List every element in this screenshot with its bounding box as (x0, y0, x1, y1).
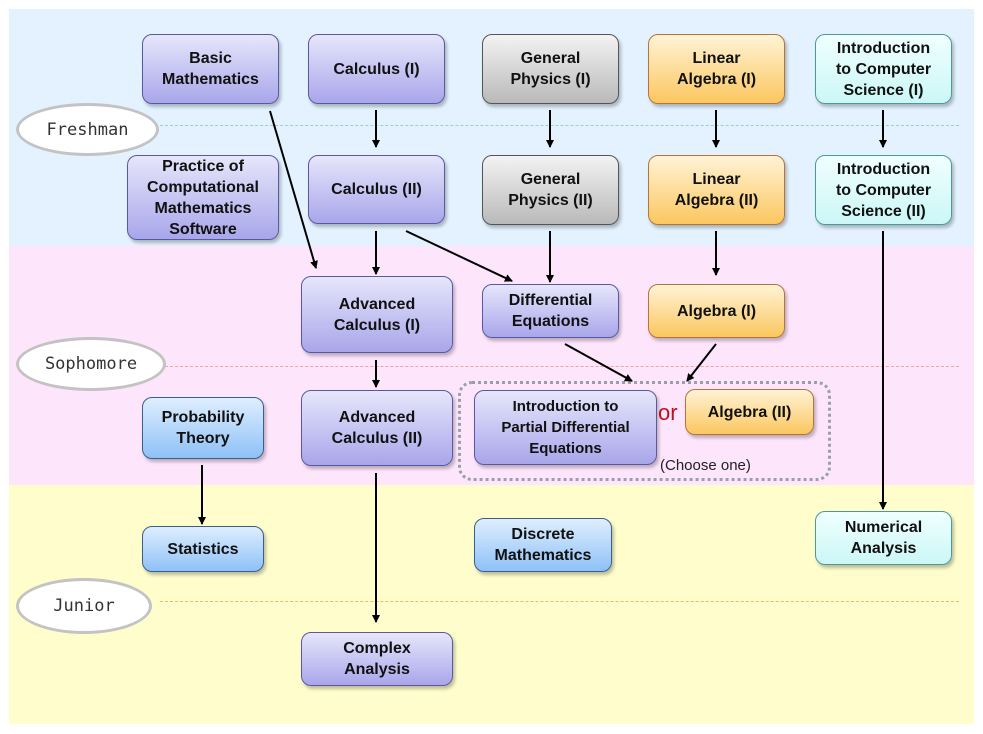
year-label-freshman: Freshman (16, 103, 159, 156)
arrow-diffeq-choice (564, 343, 633, 382)
course-algebra-2[interactable]: Algebra (II) (685, 389, 814, 435)
course-differential-equations[interactable]: Differential Equations (482, 284, 619, 338)
arrow-basicmath-advcalc1 (269, 110, 318, 269)
course-practice-computational-math-software[interactable]: Practice of Computational Mathematics So… (127, 155, 279, 240)
course-general-physics-1[interactable]: General Physics (I) (482, 34, 619, 104)
sophomore-divider (160, 366, 959, 367)
arrow-alg1-choice (686, 343, 717, 382)
course-general-physics-2[interactable]: General Physics (II) (482, 155, 619, 225)
course-statistics[interactable]: Statistics (142, 526, 264, 572)
junior-divider (160, 601, 959, 602)
year-label-sophomore: Sophomore (16, 337, 166, 391)
course-numerical-analysis[interactable]: Numerical Analysis (815, 511, 952, 565)
or-label: or (658, 400, 678, 425)
course-intro-cs-1[interactable]: Introduction to Computer Science (I) (815, 34, 952, 104)
choose-one-note: (Choose one) (660, 457, 751, 474)
course-calculus-1[interactable]: Calculus (I) (308, 34, 445, 104)
course-intro-cs-2[interactable]: Introduction to Computer Science (II) (815, 155, 952, 225)
course-linear-algebra-1[interactable]: Linear Algebra (I) (648, 34, 785, 104)
course-intro-pde[interactable]: Introduction to Partial Differential Equ… (474, 390, 657, 465)
year-label-junior: Junior (16, 578, 152, 634)
course-linear-algebra-2[interactable]: Linear Algebra (II) (648, 155, 785, 225)
course-basic-mathematics[interactable]: Basic Mathematics (142, 34, 279, 104)
course-advanced-calculus-1[interactable]: Advanced Calculus (I) (301, 276, 453, 353)
course-discrete-mathematics[interactable]: Discrete Mathematics (474, 518, 612, 572)
course-calculus-2[interactable]: Calculus (II) (308, 155, 445, 224)
course-probability-theory[interactable]: Probability Theory (142, 397, 264, 459)
course-complex-analysis[interactable]: Complex Analysis (301, 632, 453, 686)
choose-one-group (458, 381, 831, 481)
freshman-divider (160, 125, 959, 126)
course-advanced-calculus-2[interactable]: Advanced Calculus (II) (301, 390, 453, 466)
arrow-calc2-diffeq (405, 230, 513, 282)
course-algebra-1[interactable]: Algebra (I) (648, 284, 785, 338)
